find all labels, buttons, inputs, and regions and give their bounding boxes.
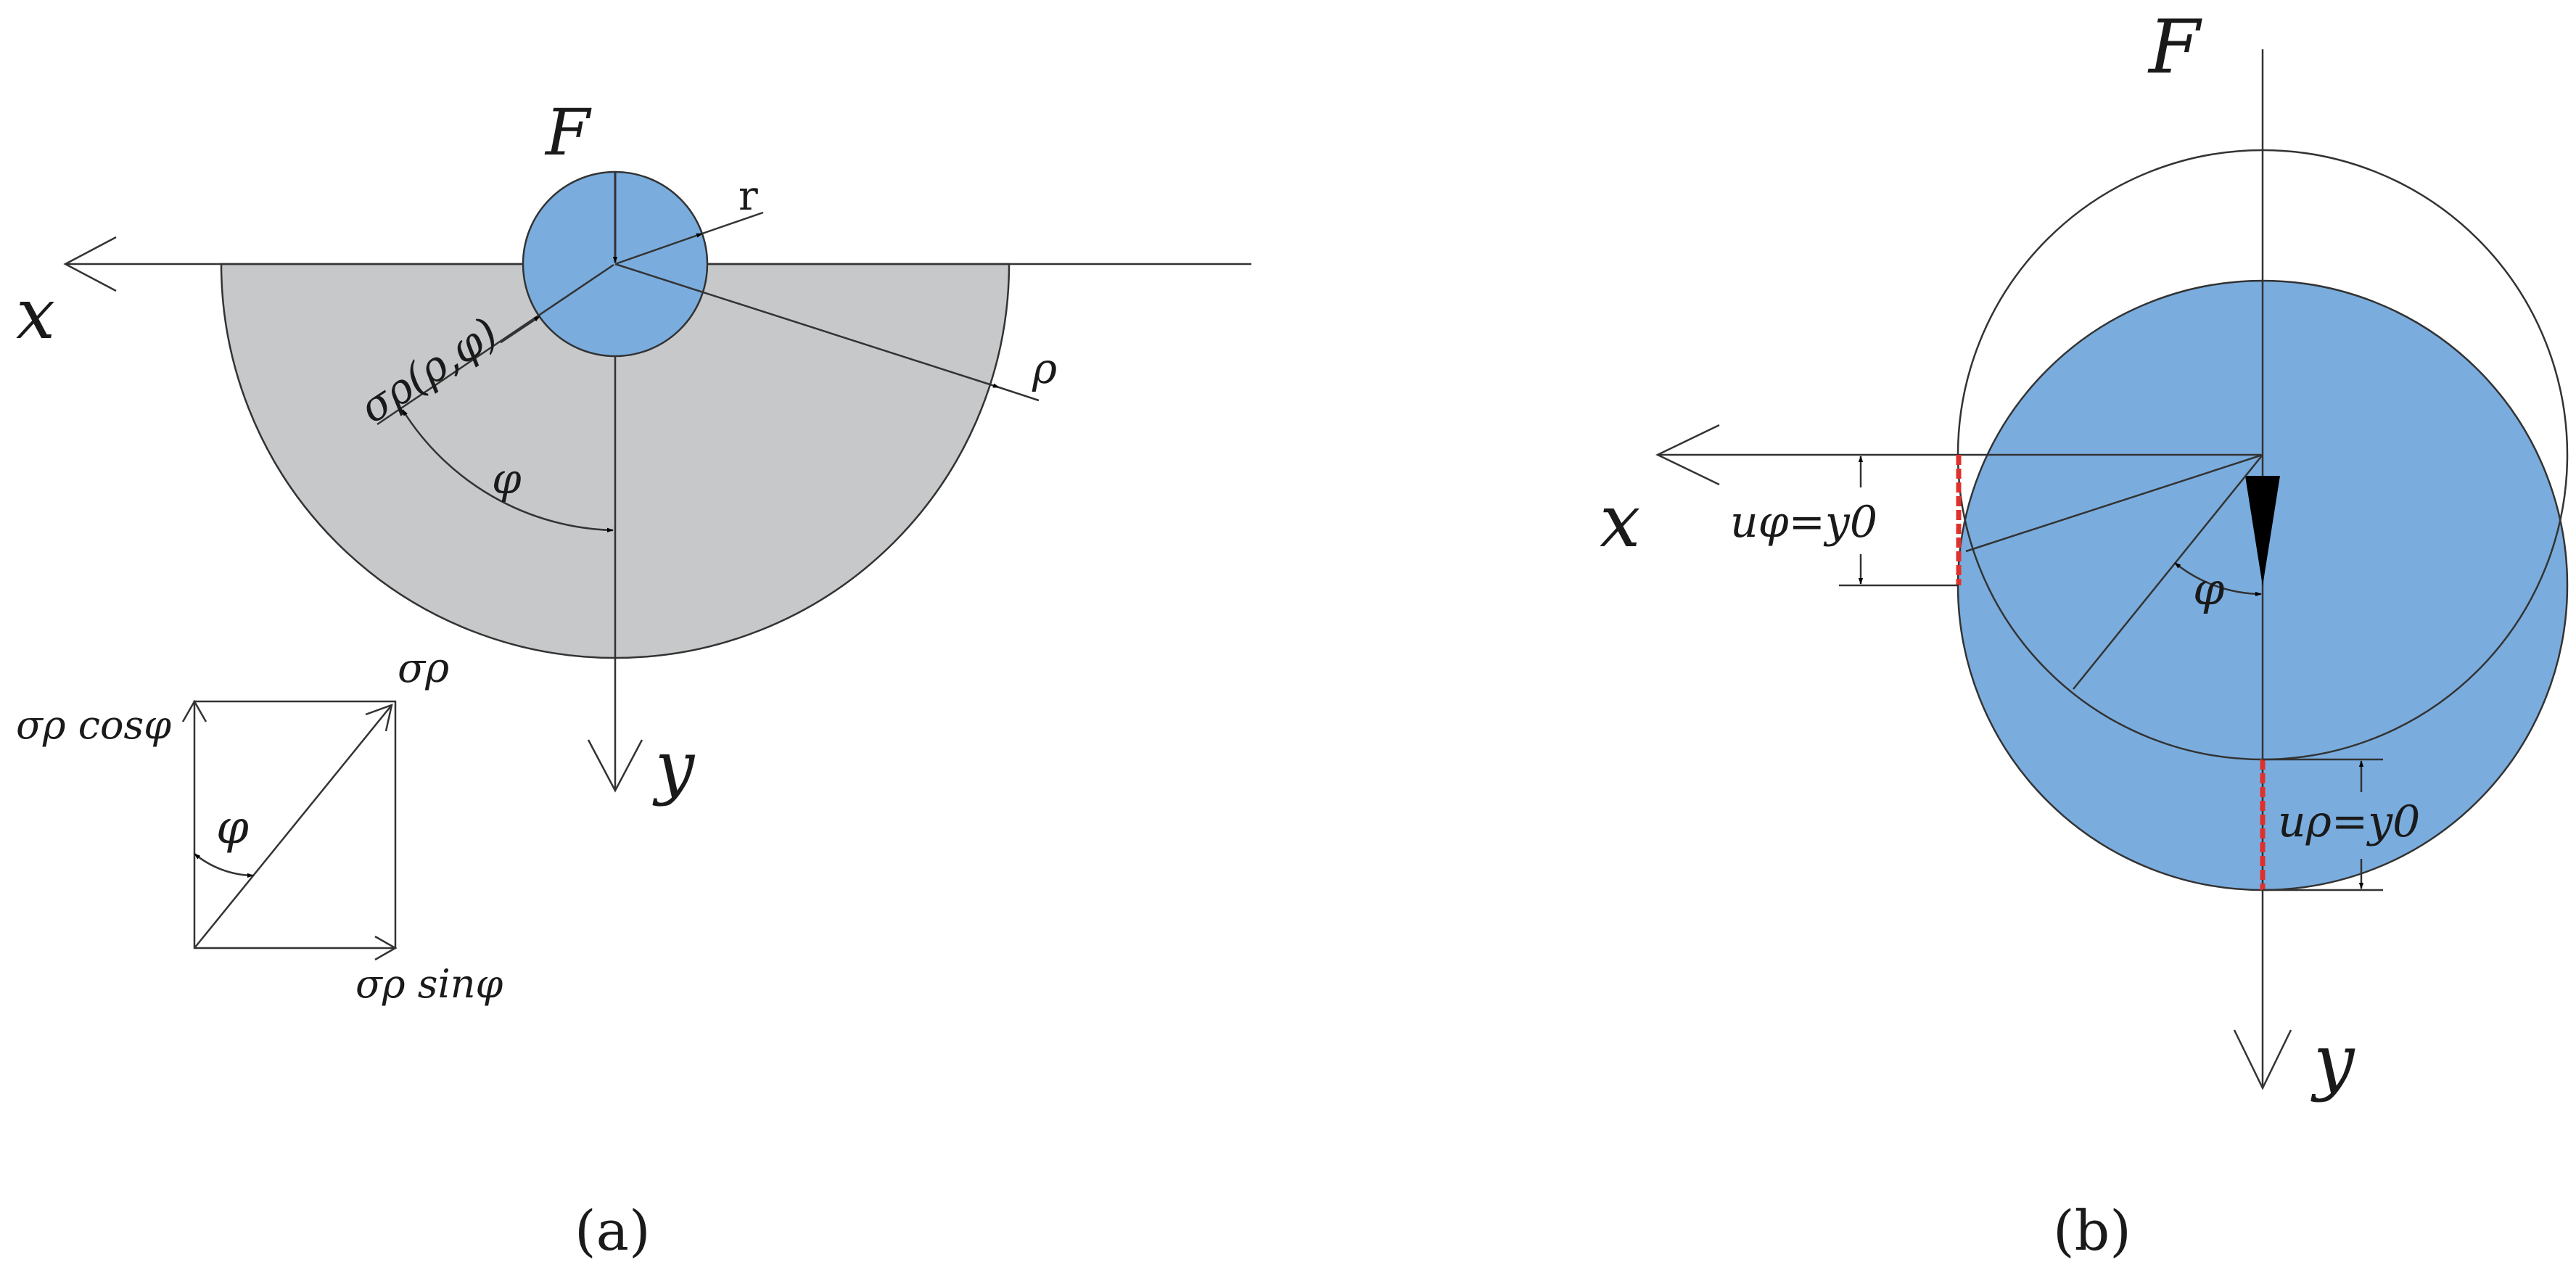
rho-leader-a — [998, 386, 1040, 402]
y-axis-label-a: y — [652, 726, 696, 807]
panel-b: F x y φ uφ=y0 uρ=y0 (b) — [1600, 4, 2569, 1263]
phi-arc-b — [2174, 562, 2262, 597]
u-rho-label: uρ=y0 — [2278, 796, 2420, 847]
decomp-total-label: σρ — [398, 645, 449, 692]
decomp-rectangle — [193, 700, 397, 950]
stress-line-a — [376, 263, 614, 426]
radius-line-a — [614, 232, 703, 265]
decomp-diagonal — [194, 704, 392, 949]
angle-label-b: φ — [2193, 562, 2225, 615]
decomp-sin-label: σρ sinφ — [355, 961, 503, 1007]
force-label-a: F — [544, 95, 592, 170]
y-axis-arrowhead-a — [587, 739, 643, 793]
x-axis-label-a: x — [16, 273, 55, 355]
decomp-cos-label: σρ cosφ — [16, 702, 171, 748]
y-axis-label-b: y — [2310, 1018, 2355, 1103]
x-axis-arrowhead-a — [63, 236, 117, 292]
stress-decomposition: σρ σρ cosφ σρ sinφ φ — [16, 645, 503, 1007]
angle-label-a: φ — [492, 454, 522, 503]
caption-a: (a) — [575, 1198, 651, 1263]
force-label-b: F — [2147, 4, 2202, 91]
panel-a: F x y r ρ σρ(ρ,φ) φ σρ σρ cosφ σρ sinφ φ… — [16, 95, 1251, 1263]
radius-upper-b — [1965, 453, 2263, 553]
y-axis-arrowhead-b — [2233, 1029, 2292, 1090]
radius-label-a: r — [738, 173, 758, 220]
rho-label-a: ρ — [1032, 344, 1057, 393]
radius-leader-a — [701, 211, 764, 235]
decomp-vertical-head — [181, 699, 207, 722]
stress-arrow-a — [500, 315, 540, 344]
x-axis-arrowhead-b — [1655, 424, 1720, 486]
decomp-angle-label: φ — [216, 801, 249, 854]
force-arrowhead-b — [2245, 476, 2280, 586]
decomp-diagonal-head — [365, 704, 393, 732]
phi-arc-a — [401, 409, 614, 532]
decomp-angle-arc — [194, 853, 254, 878]
rho-line-a — [614, 263, 1000, 389]
u-phi-label: uφ=y0 — [1730, 497, 1877, 548]
caption-b: (b) — [2053, 1198, 2131, 1263]
radius-lower-b — [2073, 454, 2263, 690]
x-axis-label-b: x — [1600, 479, 1640, 564]
decomp-horizontal-head — [374, 935, 398, 961]
